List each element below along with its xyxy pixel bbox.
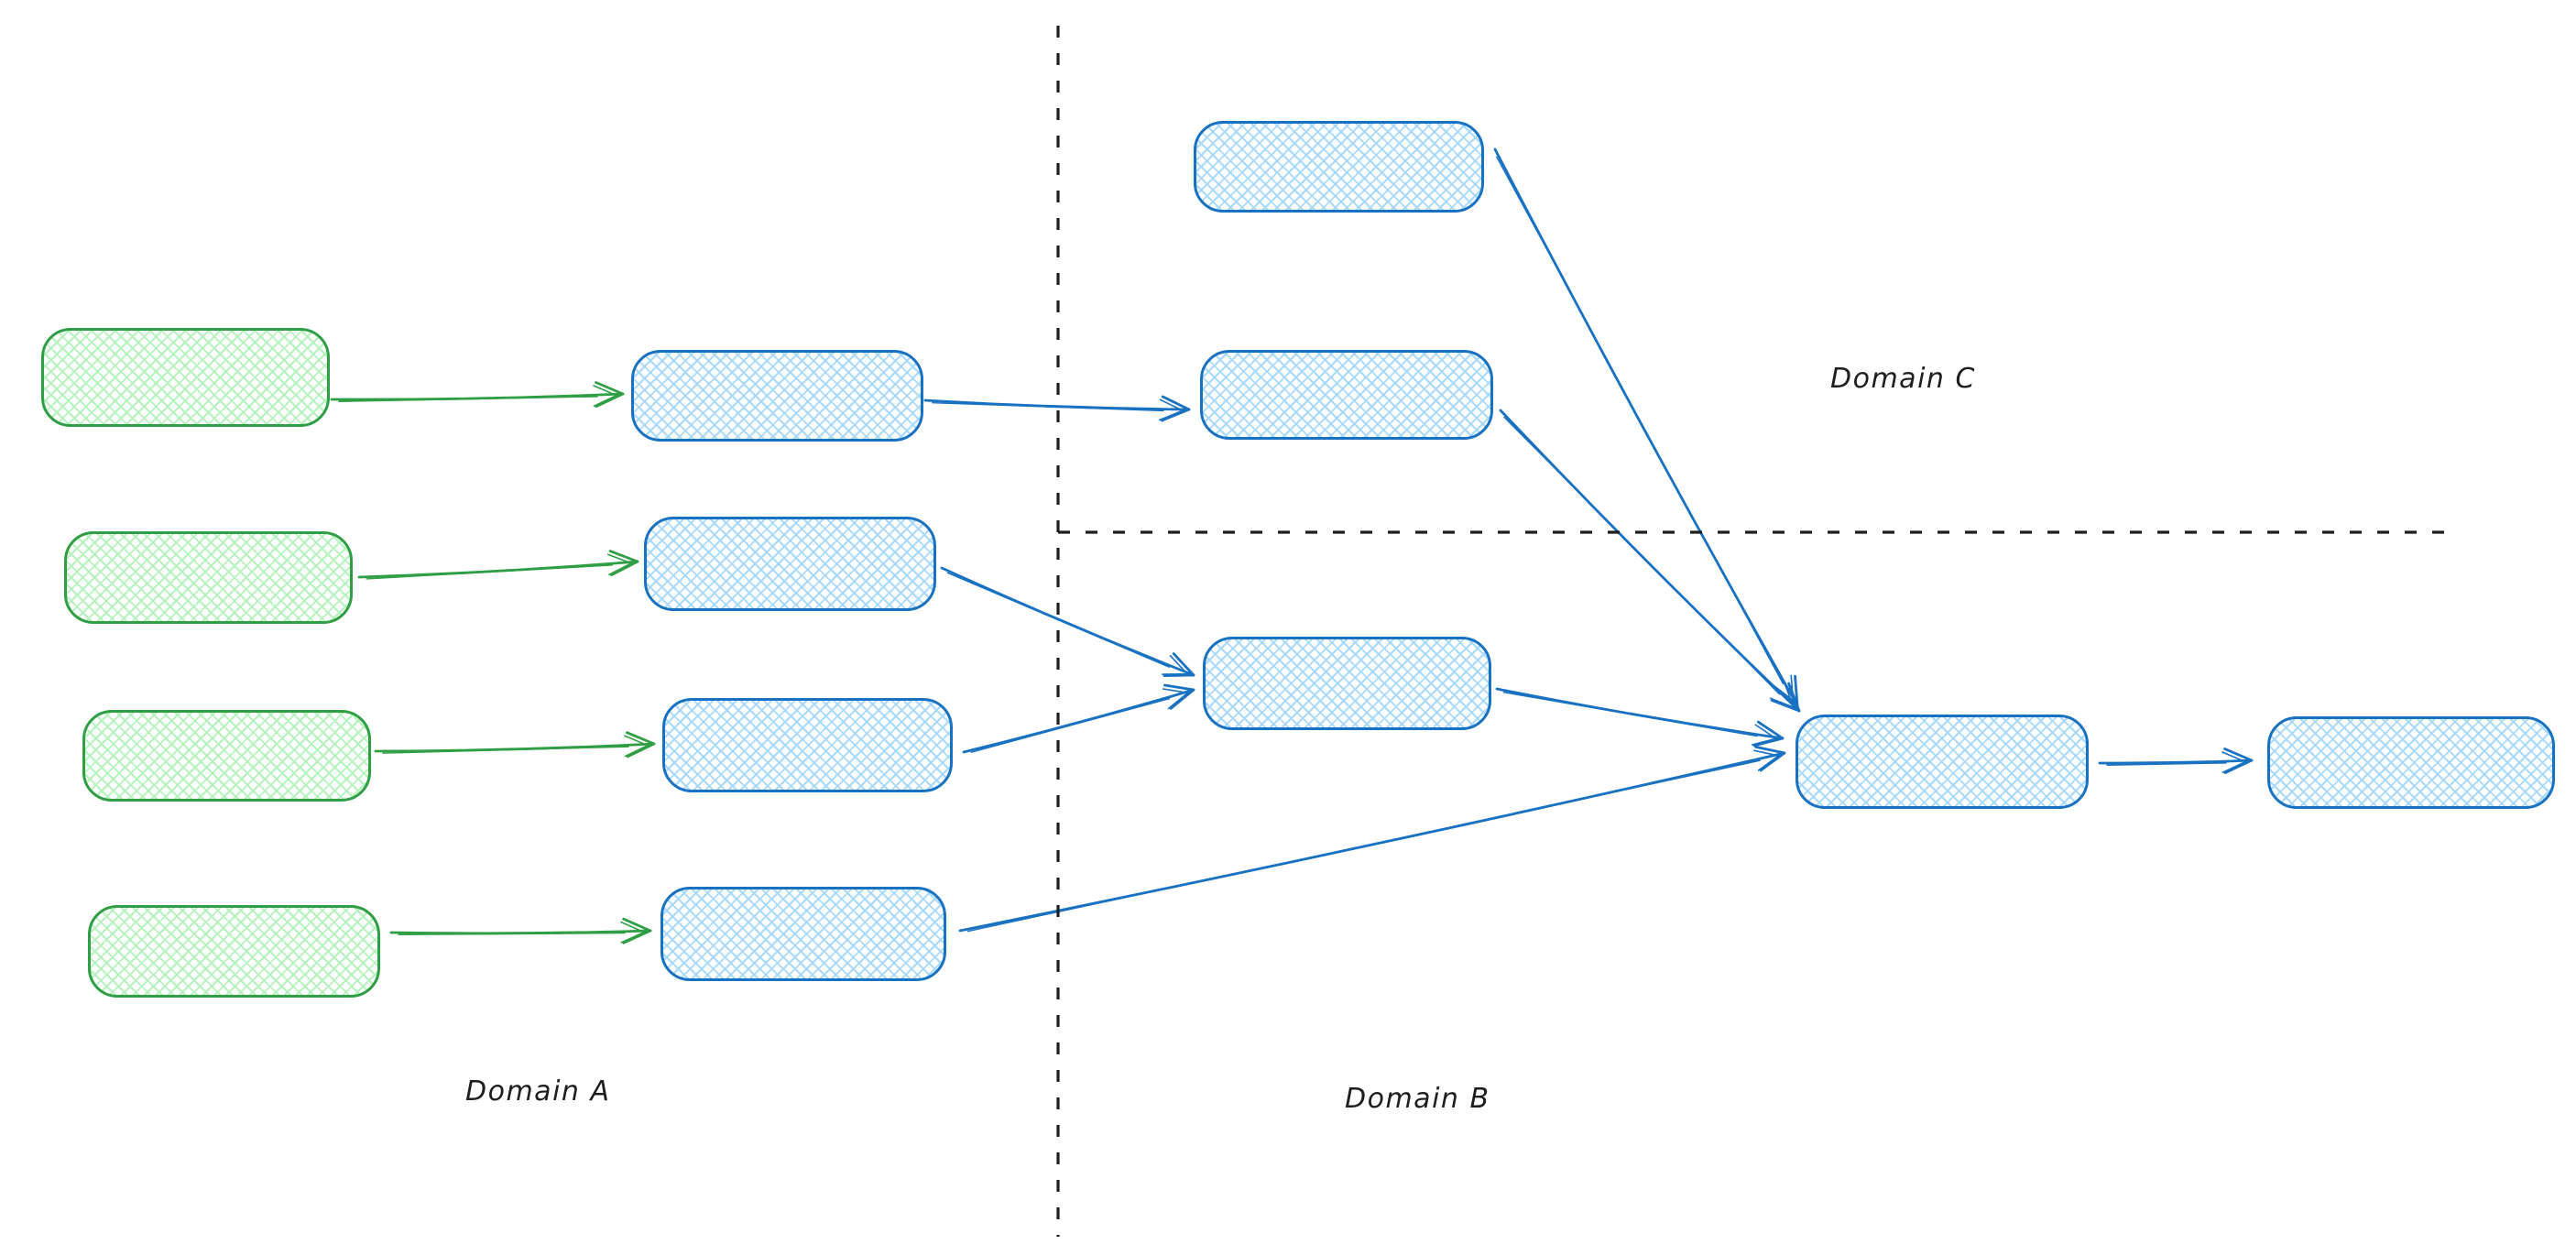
arrow-b3-hub [1495, 687, 1785, 748]
arrow-a2-b3 [940, 566, 1195, 677]
node-green-box-4 [88, 905, 380, 998]
arrow-a4-hub [958, 746, 1786, 933]
domain-a-label: Domain A [465, 1075, 611, 1108]
arrow-g1-a1 [330, 381, 625, 408]
node-blue-box-hub [1796, 715, 2089, 809]
node-green-box-2 [64, 531, 353, 624]
arrow-g4-a4 [389, 917, 652, 944]
arrow-a3-b3 [962, 683, 1195, 754]
node-blue-box-a3 [662, 698, 953, 792]
arrow-g3-a3 [374, 731, 656, 758]
node-blue-box-a2 [644, 517, 936, 611]
arrow-g2-a2 [357, 550, 639, 580]
node-blue-box-a4 [660, 887, 946, 981]
node-blue-box-a1 [631, 350, 923, 442]
arrow-btop-hub [1493, 147, 1799, 707]
domain-c-label: Domain C [1830, 363, 1976, 395]
arrow-a1-b2 [923, 395, 1191, 422]
node-blue-box-btop [1194, 121, 1484, 213]
domain-b-label: Domain B [1345, 1083, 1490, 1115]
node-green-box-3 [82, 710, 371, 802]
node-blue-box-out [2267, 716, 2555, 809]
arrow-b2-hub [1499, 409, 1801, 713]
node-blue-box-b3 [1203, 637, 1491, 730]
arrow-hub-out [2098, 748, 2254, 774]
node-green-box-1 [41, 328, 330, 427]
node-blue-box-b2 [1200, 350, 1493, 440]
